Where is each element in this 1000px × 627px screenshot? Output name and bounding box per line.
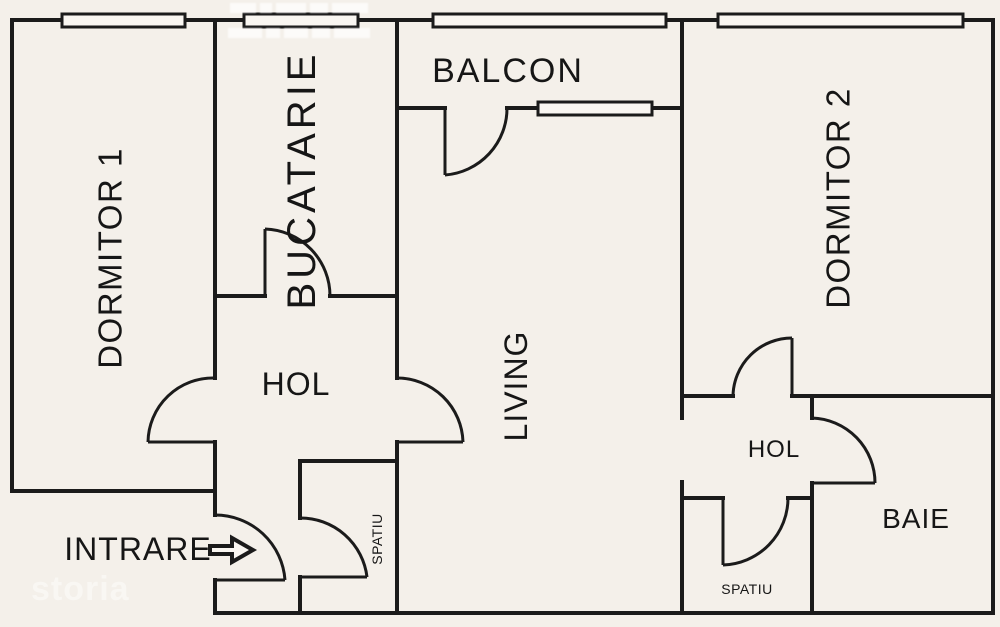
label-hol-night: HOL	[748, 436, 800, 463]
window-balcon	[431, 12, 668, 29]
top-watermark-illegible-text	[228, 3, 370, 38]
label-baie: BAIE	[882, 503, 950, 534]
label-balcon: BALCON	[432, 52, 584, 90]
label-living: LIVING	[498, 331, 534, 442]
watermark-fragment	[284, 28, 308, 38]
watermark-fragment	[334, 28, 370, 38]
watermark-fragment	[266, 28, 280, 38]
label-spatiu-night: SPATIU	[721, 581, 773, 597]
door-arc-entrance	[214, 513, 287, 581]
label-intrare: INTRARE	[64, 531, 211, 567]
door-arc-spatiu-night	[722, 497, 790, 567]
watermark-fragment	[228, 28, 262, 38]
watermark-fragment	[276, 3, 306, 13]
door-arc-dormitor1	[146, 376, 216, 443]
window-dormitor1	[60, 12, 187, 29]
door-arc-baie	[811, 416, 877, 484]
door-arc-bucatarie	[264, 227, 332, 297]
door-arc-spatiu-entry	[299, 516, 369, 578]
watermark-fragment	[310, 3, 328, 13]
watermark-fragment	[332, 3, 368, 13]
window-living-balcon	[536, 100, 654, 117]
doors	[146, 107, 877, 582]
entrance-annotation: INTRARE	[64, 531, 258, 567]
door-arc-balcon	[444, 107, 509, 177]
watermark-fragment	[312, 28, 330, 38]
window-bucatarie	[242, 12, 360, 29]
watermark-fragment	[230, 3, 256, 13]
label-hol-main: HOL	[262, 366, 331, 402]
window-dormitor2	[716, 12, 965, 29]
storia-logo: storia	[31, 570, 130, 608]
label-dormitor2: DORMITOR 2	[820, 87, 857, 309]
door-arc-living	[396, 376, 465, 443]
label-dormitor1: DORMITOR 1	[92, 147, 129, 369]
watermark-fragment	[260, 3, 272, 13]
entrance-direction-arrow-icon	[208, 534, 258, 566]
label-spatiu-entry: SPATIU	[369, 513, 385, 565]
room-labels: DORMITOR 1 BUCATARIE BALCON DORMITOR 2 L…	[92, 51, 950, 598]
door-arc-dormitor2	[731, 336, 793, 397]
windows	[60, 12, 965, 117]
label-bucatarie: BUCATARIE	[280, 51, 324, 310]
